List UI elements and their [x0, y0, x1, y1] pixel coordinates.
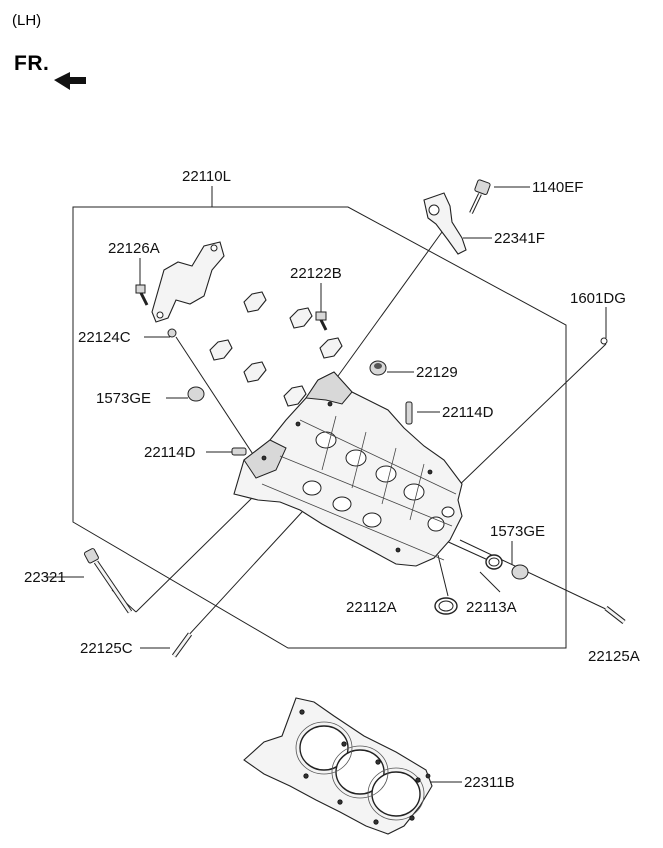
side-label: (LH) — [12, 12, 42, 29]
callout-22114D-right: 22114D — [442, 404, 494, 421]
seal-22113a — [485, 554, 503, 570]
bracket-22126a — [135, 241, 225, 323]
callout-labels: 22110L 1140EF 22341F 22126A 22122B 1601D… — [24, 168, 640, 791]
hanger-bracket-22341f — [423, 192, 467, 255]
callout-22124C: 22124C — [78, 329, 131, 346]
callout-22112A: 22112A — [346, 599, 397, 616]
callout-1573GE-left: 1573GE — [96, 390, 151, 407]
callout-1601DG: 1601DG — [570, 290, 626, 307]
callout-22341F: 22341F — [494, 230, 545, 247]
plug-1573ge-right — [511, 564, 529, 580]
front-direction-label: FR. — [14, 52, 50, 75]
callout-22114D-left: 22114D — [144, 444, 196, 461]
camshaft-caps — [209, 291, 343, 407]
dowel-22124c — [167, 328, 177, 338]
front-arrow-icon — [54, 72, 86, 90]
bolt-22122b — [315, 311, 328, 331]
head-bolt-22321 — [83, 548, 133, 614]
seal-22112a — [434, 597, 458, 615]
plug-1601dg — [600, 337, 608, 345]
callout-22129: 22129 — [416, 364, 458, 381]
callout-1140EF: 1140EF — [532, 179, 583, 196]
head-gasket-22311b — [243, 697, 433, 835]
callout-22321: 22321 — [24, 569, 66, 586]
callout-22126A: 22126A — [108, 240, 160, 257]
stud-22125c — [171, 632, 193, 658]
callout-22122B: 22122B — [290, 265, 342, 282]
callout-22110L: 22110L — [182, 168, 231, 185]
assembly-boundary — [72, 206, 567, 649]
callout-22311B: 22311B — [464, 774, 515, 791]
stud-22125a — [604, 606, 626, 624]
bolt-1140ef — [469, 179, 491, 214]
plug-1573ge-left — [187, 386, 205, 402]
callout-22113A: 22113A — [466, 599, 517, 616]
seal-22129 — [369, 360, 387, 376]
cylinder-head-22110l — [233, 371, 463, 567]
callout-22125A: 22125A — [588, 648, 640, 665]
pin-22114d-right — [405, 401, 413, 425]
callout-22125C: 22125C — [80, 640, 133, 657]
callout-1573GE-right: 1573GE — [490, 523, 545, 540]
pin-22114d-left — [231, 447, 247, 456]
leader-lines — [46, 186, 613, 783]
